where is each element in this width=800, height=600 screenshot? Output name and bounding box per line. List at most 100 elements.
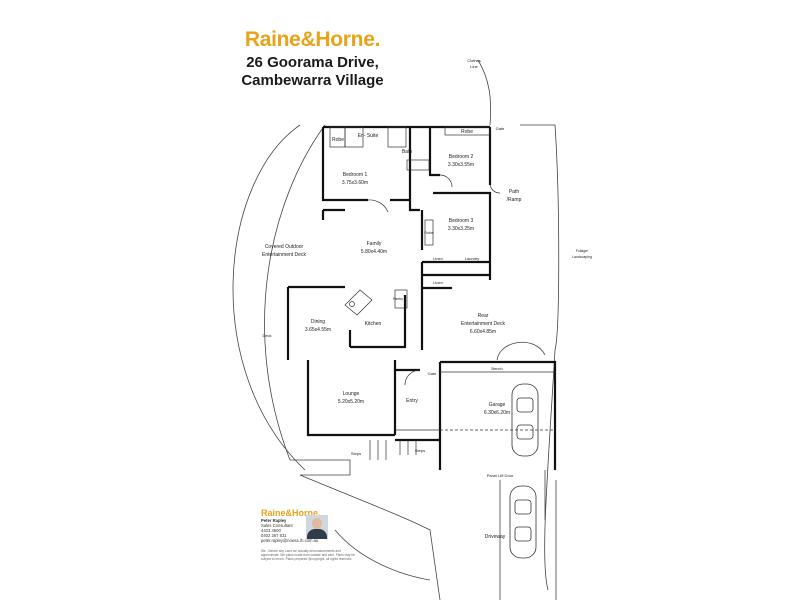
label-pantry: Pantry — [393, 297, 403, 301]
label-bath: Bath — [402, 149, 413, 155]
label-bedroom2-size: 3.30x3.55m — [448, 162, 474, 168]
label-covered: Covered Outdoor — [265, 244, 304, 250]
label-foliage: Foliage/ — [576, 249, 588, 253]
label-bedroom3-size: 3.30x3.25m — [448, 226, 474, 232]
bed1-wall — [321, 127, 368, 202]
room-labels: Robe En- Suite Bath Robe Bedroom 2 3.30x… — [262, 58, 592, 540]
bath-wall — [408, 127, 420, 212]
label-ramp: /Ramp — [507, 197, 522, 203]
agent-email[interactable]: peter.rapley@nowra.rh.com.au — [261, 538, 319, 543]
label-robe-top: Robe — [461, 129, 473, 135]
address-line-2: Cambewarra Village — [241, 72, 384, 89]
door-swing-bed2 — [439, 174, 453, 188]
agent-photo — [306, 515, 328, 539]
shower2-box — [387, 126, 407, 148]
label-ensuite: En- Suite — [358, 133, 379, 139]
label-dining-size: 3.65x4.55m — [305, 327, 331, 333]
label-clothes: Clothes — [467, 58, 481, 63]
label-line: Line — [470, 64, 478, 69]
label-deck: Deck — [262, 333, 271, 338]
label-rear: Rear — [478, 313, 489, 319]
agent-photo-suit — [307, 529, 327, 539]
entry-wall — [393, 360, 420, 372]
label-bedroom3: Bedroom 3 — [449, 218, 474, 224]
bath-tub — [406, 159, 430, 171]
label-family: Family — [367, 241, 382, 247]
label-bedroom1: Bedroom 1 — [343, 172, 368, 178]
label-garage: Garage — [489, 402, 506, 408]
label-dining: Dining — [311, 319, 325, 325]
bed2-wall — [428, 127, 440, 177]
label-bench: Bench — [491, 366, 502, 371]
label-kitchen: Kitchen — [365, 321, 382, 327]
door-swing-bed1 — [367, 199, 389, 213]
label-laundry: Laundry — [465, 256, 479, 261]
pantry-box — [394, 289, 408, 309]
label-rear-deck: Entertainment Deck — [461, 321, 505, 327]
garden-curve — [299, 474, 441, 600]
deck-inner-curve — [264, 124, 326, 461]
label-entry: Entry — [406, 398, 418, 404]
lower-curve — [334, 529, 431, 581]
robe-side-box — [424, 219, 434, 246]
label-gate1: Gate — [496, 126, 505, 131]
steps-right — [399, 440, 417, 455]
steps-left — [369, 440, 387, 460]
label-family-size: 5.80x4.40m — [361, 249, 387, 255]
robe-top-box — [444, 126, 491, 136]
agent-brand-logo: Raine&Horne. — [261, 508, 321, 518]
label-driveway: Driveway — [485, 534, 506, 540]
bed3-wall — [433, 191, 492, 280]
driveway-edges — [499, 480, 557, 600]
label-garage-size: 6.30x6.20m — [484, 410, 510, 416]
label-panel-door: Panel Lift Door — [487, 473, 514, 478]
agent-photo-head — [312, 518, 322, 529]
clothes-line-curve — [477, 59, 492, 126]
brand-logo: Raine&Horne. — [244, 28, 381, 51]
label-steps2: Steps — [415, 448, 425, 453]
driveway-car-windscreen — [514, 499, 532, 515]
kitchen-bench — [350, 295, 407, 349]
label-lounge: Lounge — [343, 391, 360, 397]
label-robe-ensuite: Robe — [332, 137, 344, 143]
sink — [349, 301, 355, 307]
driveway-car — [509, 485, 537, 559]
agent-role: Sales Consultant — [261, 523, 293, 528]
lounge-wall — [306, 360, 395, 437]
garage-car — [511, 383, 539, 457]
label-bedroom1-size: 3.75x3.60m — [342, 180, 368, 186]
agent-phone-office: 4423 4600 — [261, 528, 281, 533]
site-outlines — [232, 59, 560, 600]
label-gate2: Gate — [428, 371, 437, 376]
cars — [509, 383, 539, 559]
label-linen1: Linen — [433, 256, 443, 261]
shower-box — [344, 126, 364, 148]
address-line-1: 26 Goorama Drive, — [246, 54, 379, 71]
family-top-wall — [321, 208, 345, 220]
kitchen-island — [344, 289, 373, 316]
garage-car-rear — [516, 424, 534, 440]
garage-car-windscreen — [516, 397, 534, 413]
path-ramp-curve — [520, 124, 560, 591]
deck-arc — [496, 341, 546, 361]
label-bedroom2: Bedroom 2 — [449, 154, 474, 160]
label-robe-side: Robe — [424, 230, 434, 235]
walls — [286, 125, 557, 470]
agent-name: Peter Rapley — [261, 518, 287, 523]
agent-phone-mobile: 0402 267 631 — [261, 533, 287, 538]
label-linen2: Linen — [433, 280, 443, 285]
fixtures — [329, 126, 555, 460]
label-landscaping: Landscaping — [572, 255, 592, 259]
label-covered2: Entertainment Deck — [262, 252, 306, 258]
label-path: Path — [509, 189, 520, 195]
label-rear-deck-size: 6.60x4.85m — [470, 329, 496, 335]
door-swing-entry — [404, 369, 421, 386]
garage-wall — [440, 360, 557, 470]
driveway-car-rear — [514, 526, 532, 542]
deck-base — [290, 459, 351, 476]
deck-outer-curve — [232, 124, 306, 471]
disclaimer: We - Before any Land we actually all mea… — [261, 549, 356, 561]
door-swing-path — [489, 184, 501, 194]
label-lounge-size: 5.20x5.20m — [338, 399, 364, 405]
